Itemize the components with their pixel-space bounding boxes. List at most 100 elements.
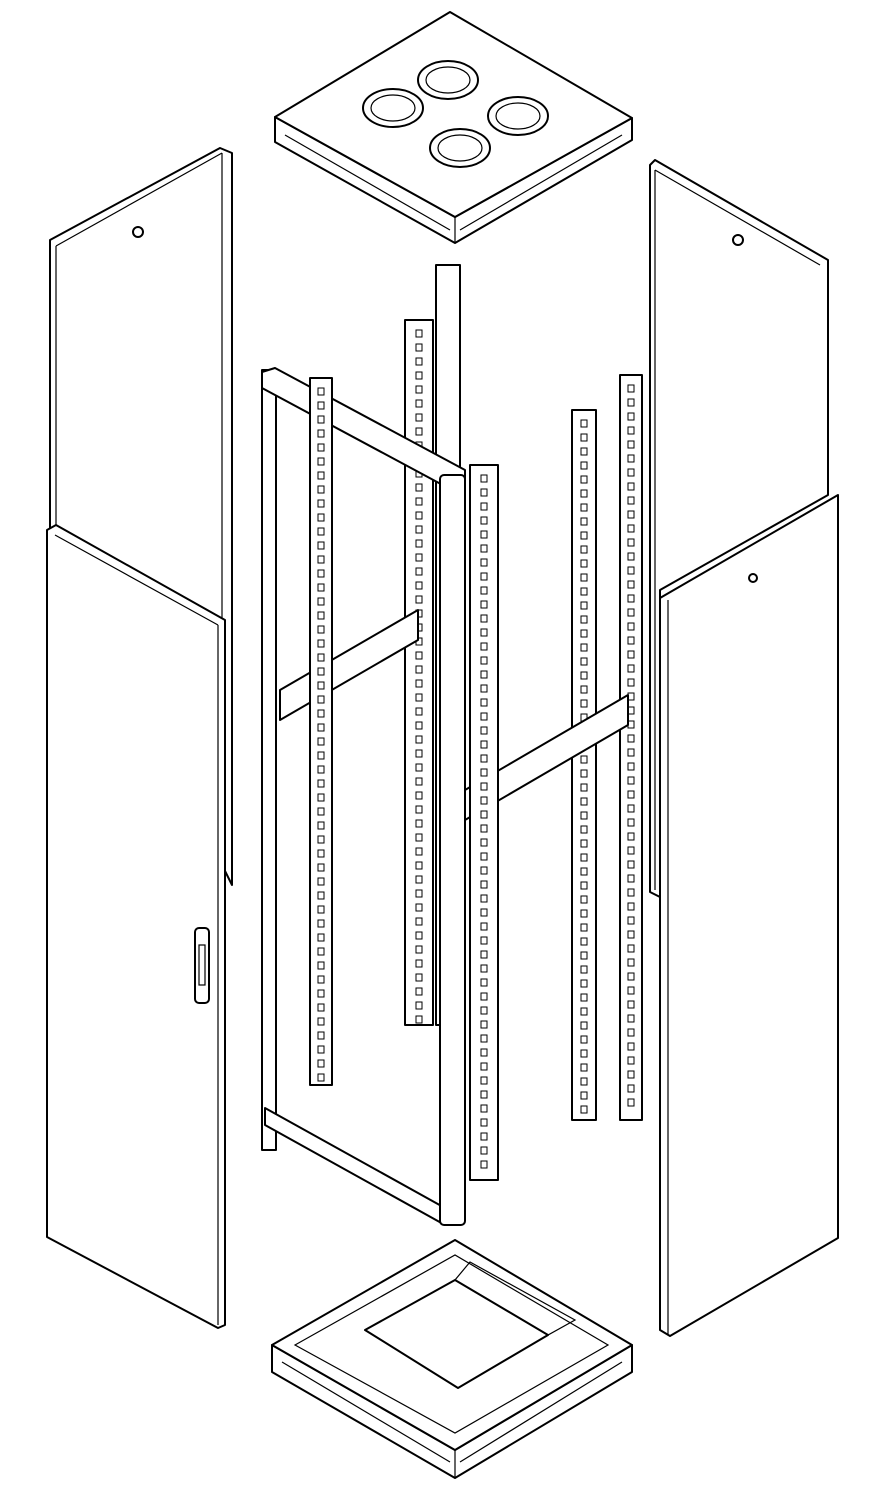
rail-hole bbox=[317, 947, 325, 956]
panel-lock-icon bbox=[748, 573, 758, 583]
rail-hole bbox=[580, 979, 588, 988]
rail-hole bbox=[580, 503, 588, 512]
rail-hole bbox=[480, 992, 488, 1001]
rail-hole bbox=[480, 670, 488, 679]
rail-hole bbox=[627, 552, 635, 561]
rail-hole bbox=[317, 569, 325, 578]
rail-hole bbox=[415, 665, 423, 674]
rail-hole bbox=[317, 933, 325, 942]
rail-hole bbox=[580, 839, 588, 848]
rail-hole bbox=[415, 945, 423, 954]
rail-hole bbox=[627, 972, 635, 981]
rail-hole bbox=[580, 1063, 588, 1072]
rail-hole bbox=[627, 524, 635, 533]
rail-hole bbox=[415, 595, 423, 604]
rail-hole bbox=[627, 482, 635, 491]
rail-hole bbox=[480, 516, 488, 525]
rail-hole bbox=[415, 819, 423, 828]
rail-hole bbox=[480, 600, 488, 609]
rail-hole bbox=[415, 875, 423, 884]
rail-hole bbox=[480, 1076, 488, 1085]
rail-hole bbox=[480, 628, 488, 637]
cross-bar bbox=[279, 609, 419, 721]
rail-hole bbox=[480, 1146, 488, 1155]
rail-hole bbox=[480, 978, 488, 987]
rail-hole bbox=[480, 1160, 488, 1169]
rail-hole bbox=[317, 807, 325, 816]
rail-hole bbox=[317, 401, 325, 410]
rail-hole bbox=[627, 1070, 635, 1079]
rail-hole bbox=[317, 429, 325, 438]
rail-hole bbox=[480, 754, 488, 763]
rail-hole bbox=[415, 357, 423, 366]
rail-hole bbox=[627, 832, 635, 841]
rail-hole bbox=[627, 860, 635, 869]
rail-hole bbox=[580, 783, 588, 792]
rail-hole bbox=[415, 987, 423, 996]
rail-hole bbox=[480, 1062, 488, 1071]
rail-hole bbox=[415, 721, 423, 730]
rail-hole bbox=[415, 973, 423, 982]
fan-guard-ring bbox=[495, 102, 541, 130]
rail-hole bbox=[480, 1090, 488, 1099]
rail-hole bbox=[627, 426, 635, 435]
rail-hole bbox=[580, 1021, 588, 1030]
rail-hole bbox=[317, 443, 325, 452]
fan-openings bbox=[362, 60, 549, 168]
rail-hole bbox=[317, 709, 325, 718]
rail-hole bbox=[580, 419, 588, 428]
rail-hole bbox=[580, 1007, 588, 1016]
rail-hole bbox=[480, 488, 488, 497]
rail-hole bbox=[580, 601, 588, 610]
rail-hole bbox=[580, 629, 588, 638]
rail-hole bbox=[580, 1105, 588, 1114]
rail-hole bbox=[317, 1059, 325, 1068]
rail-hole bbox=[480, 866, 488, 875]
frame bbox=[261, 264, 643, 1226]
rail-hole bbox=[415, 889, 423, 898]
rail-hole bbox=[480, 558, 488, 567]
rail-hole bbox=[480, 768, 488, 777]
rail-hole bbox=[415, 651, 423, 660]
rail-hole bbox=[317, 653, 325, 662]
rail-hole bbox=[415, 567, 423, 576]
rail-hole bbox=[627, 846, 635, 855]
rail-hole bbox=[480, 922, 488, 931]
fan-guard-ring bbox=[437, 134, 483, 162]
rail-hole bbox=[317, 499, 325, 508]
rail-hole bbox=[415, 399, 423, 408]
rail-hole bbox=[580, 811, 588, 820]
rail-hole bbox=[580, 1077, 588, 1086]
mounting-rail bbox=[619, 374, 643, 1121]
fan-guard-ring bbox=[425, 66, 471, 94]
rail-hole bbox=[415, 763, 423, 772]
rail-hole bbox=[480, 880, 488, 889]
rail-hole bbox=[480, 502, 488, 511]
front-door bbox=[46, 524, 226, 1329]
rail-hole bbox=[480, 684, 488, 693]
rail-hole bbox=[480, 740, 488, 749]
rail-hole bbox=[317, 919, 325, 928]
top-cover bbox=[274, 11, 633, 244]
rail-hole bbox=[627, 790, 635, 799]
mounting-rail bbox=[571, 409, 597, 1121]
rail-hole bbox=[627, 384, 635, 393]
panel-lock-icon bbox=[732, 234, 744, 246]
rail-hole bbox=[317, 555, 325, 564]
rail-hole bbox=[480, 712, 488, 721]
rail-hole bbox=[627, 566, 635, 575]
rail-hole bbox=[627, 1084, 635, 1093]
rail-hole bbox=[480, 908, 488, 917]
rail-hole bbox=[480, 838, 488, 847]
rail-hole bbox=[415, 833, 423, 842]
rail-hole bbox=[415, 525, 423, 534]
rail-hole bbox=[627, 440, 635, 449]
rail-hole bbox=[627, 776, 635, 785]
rail-hole bbox=[580, 923, 588, 932]
rail-hole bbox=[580, 615, 588, 624]
rail-hole bbox=[627, 538, 635, 547]
rail-hole bbox=[580, 447, 588, 456]
rail-hole bbox=[627, 902, 635, 911]
rail-hole bbox=[627, 622, 635, 631]
